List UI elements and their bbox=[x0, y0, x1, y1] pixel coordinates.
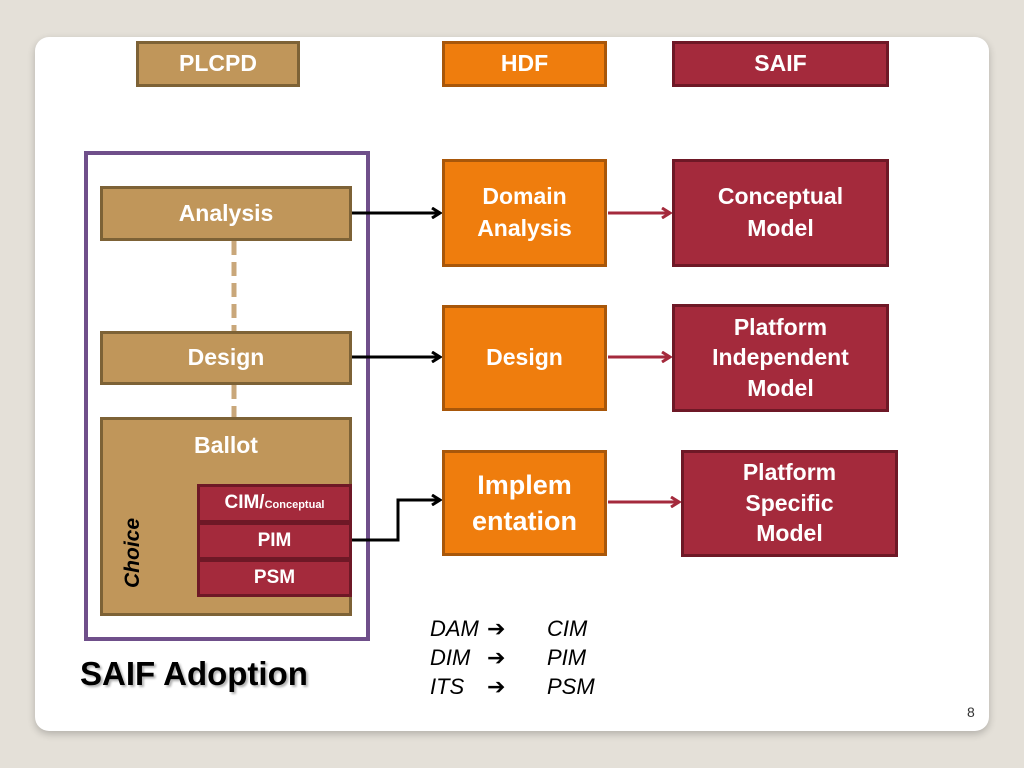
saif-conceptual-model-box: Conceptual Model bbox=[672, 159, 889, 267]
saif-psm-line3: Model bbox=[756, 520, 823, 547]
mapping-to: PSM bbox=[547, 674, 595, 699]
hdf-design-label: Design bbox=[486, 344, 563, 371]
hdf-domain-analysis-line1: Domain bbox=[482, 183, 567, 210]
mapping-to: PIM bbox=[547, 645, 587, 670]
plcpd-ballot-label: Ballot bbox=[194, 432, 258, 459]
saif-psm-line2: Specific bbox=[745, 489, 834, 516]
hdf-header-label: HDF bbox=[500, 50, 549, 77]
mapping-arrow-icon: ➔ bbox=[487, 616, 506, 641]
mapping-row-dim: DIM ➔ PIM bbox=[430, 643, 595, 672]
saif-platform-specific-model-box: Platform Specific Model bbox=[681, 450, 898, 557]
saif-conceptual-line1: Conceptual bbox=[717, 183, 844, 210]
mapping-to: CIM bbox=[547, 616, 588, 641]
page-number: 8 bbox=[967, 704, 975, 720]
mapping-from: DAM bbox=[430, 616, 479, 641]
ballot-cim-sublabel: Conceptual bbox=[264, 499, 325, 512]
hdf-implementation-line1: Implem bbox=[477, 469, 572, 500]
mapping-arrow-icon: ➔ bbox=[487, 674, 506, 699]
hdf-implementation-box: Implem entation bbox=[442, 450, 607, 556]
plcpd-design-label: Design bbox=[187, 344, 265, 371]
choice-label: Choice bbox=[121, 517, 144, 589]
plcpd-frame bbox=[84, 151, 370, 641]
hdf-header: HDF bbox=[442, 41, 607, 87]
hdf-implementation-line2: entation bbox=[472, 506, 577, 536]
mapping-from: ITS bbox=[430, 674, 465, 699]
slide-title: SAIF Adoption bbox=[80, 655, 308, 692]
hdf-domain-analysis-box: Domain Analysis bbox=[442, 159, 607, 267]
hdf-design-box: Design bbox=[442, 305, 607, 411]
plcpd-analysis-label: Analysis bbox=[178, 199, 274, 226]
ballot-psm-option: PSM bbox=[197, 559, 352, 597]
plcpd-header: PLCPD bbox=[136, 41, 300, 87]
saif-header: SAIF bbox=[672, 41, 889, 87]
mapping-arrow-icon: ➔ bbox=[487, 645, 506, 670]
mapping-row-dam: DAM ➔ CIM bbox=[430, 614, 595, 643]
ballot-pim-label: PIM bbox=[257, 529, 292, 551]
plcpd-analysis-box: Analysis bbox=[100, 186, 352, 241]
saif-conceptual-line2: Model bbox=[747, 215, 814, 241]
hdf-domain-analysis-line2: Analysis bbox=[477, 215, 572, 241]
ballot-pim-option: PIM bbox=[197, 522, 352, 560]
saif-pim-line2: Independent bbox=[712, 344, 849, 371]
plcpd-header-label: PLCPD bbox=[179, 50, 257, 77]
mapping-row-its: ITS ➔ PSM bbox=[430, 672, 595, 701]
ballot-cim-option: CIM/Conceptual bbox=[197, 484, 352, 523]
saif-pim-line1: Platform bbox=[733, 313, 828, 340]
ballot-psm-label: PSM bbox=[253, 566, 296, 588]
saif-psm-line1: Platform bbox=[742, 459, 837, 486]
mapping-from: DIM bbox=[430, 645, 471, 670]
saif-header-label: SAIF bbox=[754, 50, 807, 77]
mapping-list: DAM ➔ CIM DIM ➔ PIM ITS ➔ PSM bbox=[430, 614, 595, 701]
saif-pim-line3: Model bbox=[747, 374, 814, 401]
saif-platform-independent-model-box: Platform Independent Model bbox=[672, 304, 889, 412]
ballot-cim-label: CIM/ bbox=[224, 492, 265, 514]
plcpd-ballot-box: Ballot bbox=[100, 417, 352, 475]
plcpd-design-box: Design bbox=[100, 331, 352, 385]
